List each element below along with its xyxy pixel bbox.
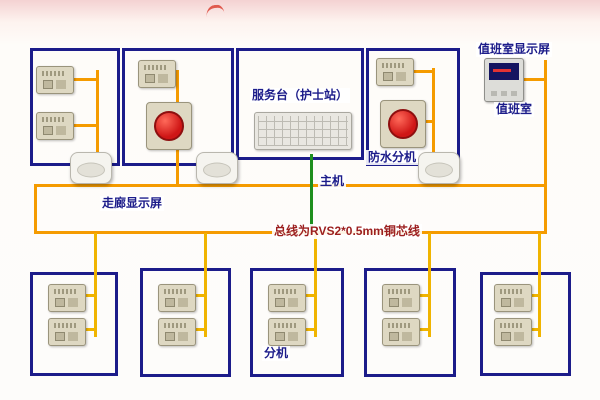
wire-right-riser	[544, 60, 547, 233]
room-bottom-4	[364, 268, 456, 377]
wire-b1-stub	[84, 294, 96, 297]
wire-room1-riser	[96, 70, 99, 185]
wire-b2-stub	[194, 328, 206, 331]
red-scribble-mark	[205, 4, 225, 17]
wire-room1-stub	[72, 124, 98, 127]
label-bus-spec: 总线为RVS2*0.5mm铜芯线	[272, 224, 422, 239]
wire-room3-stub	[424, 120, 434, 123]
intercom-unit	[36, 66, 74, 94]
intercom-unit	[158, 318, 196, 346]
label-duty-room: 值班室	[494, 102, 535, 117]
wire-host-drop	[310, 154, 313, 233]
intercom-unit	[48, 284, 86, 312]
intercom-unit	[48, 318, 86, 346]
intercom-unit	[494, 318, 532, 346]
intercom-unit	[158, 284, 196, 312]
label-waterproof-ext: 防水分机	[366, 150, 419, 165]
intercom-unit	[382, 284, 420, 312]
room-bottom-3	[250, 268, 344, 377]
label-host: 主机	[318, 174, 347, 189]
duty-room-display-device	[484, 58, 524, 102]
wire-left-drop	[34, 184, 37, 233]
intercom-unit	[268, 318, 306, 346]
intercom-unit	[268, 284, 306, 312]
wire-b3-riser	[314, 233, 317, 337]
room-nurse-station	[236, 48, 364, 160]
intercom-unit	[138, 60, 176, 88]
wire-b4-stub	[418, 328, 430, 331]
emergency-call-button	[146, 102, 192, 150]
wire-display-stub	[522, 78, 546, 81]
wire-b4-riser	[428, 233, 431, 337]
intercom-unit	[36, 112, 74, 140]
room-bottom-1	[30, 272, 118, 376]
wire-b2-stub	[194, 294, 206, 297]
wire-b4-stub	[418, 294, 430, 297]
wire-room3-stub	[412, 70, 434, 73]
wire-room3-riser	[432, 68, 435, 185]
label-extension: 分机	[262, 346, 291, 361]
intercom-unit	[494, 284, 532, 312]
wire-b3-stub	[304, 294, 316, 297]
keyboard-keys	[258, 116, 348, 146]
wire-b5-stub	[530, 294, 540, 297]
nurse-station-keyboard	[254, 112, 352, 150]
waterproof-call-button	[380, 100, 426, 148]
intercom-unit	[382, 318, 420, 346]
label-service-desk: 服务台（护士站）	[250, 88, 351, 103]
wire-b2-riser	[204, 233, 207, 337]
corridor-lamp	[418, 152, 460, 184]
wire-room1-stub	[72, 78, 98, 81]
room-bottom-5	[480, 272, 571, 376]
wire-corridor-trunk	[34, 184, 547, 187]
wire-b1-riser	[94, 233, 97, 337]
wire-b5-stub	[530, 328, 540, 331]
room-bottom-2	[140, 268, 231, 377]
label-duty-room-display: 值班室显示屏	[476, 42, 553, 57]
intercom-unit	[376, 58, 414, 86]
corridor-lamp	[196, 152, 238, 184]
wire-b3-stub	[304, 328, 316, 331]
corridor-lamp	[70, 152, 112, 184]
display-screen	[489, 63, 519, 80]
label-corridor-display: 走廊显示屏	[100, 196, 165, 211]
wire-b1-stub	[84, 328, 96, 331]
wire-b5-riser	[538, 233, 541, 337]
